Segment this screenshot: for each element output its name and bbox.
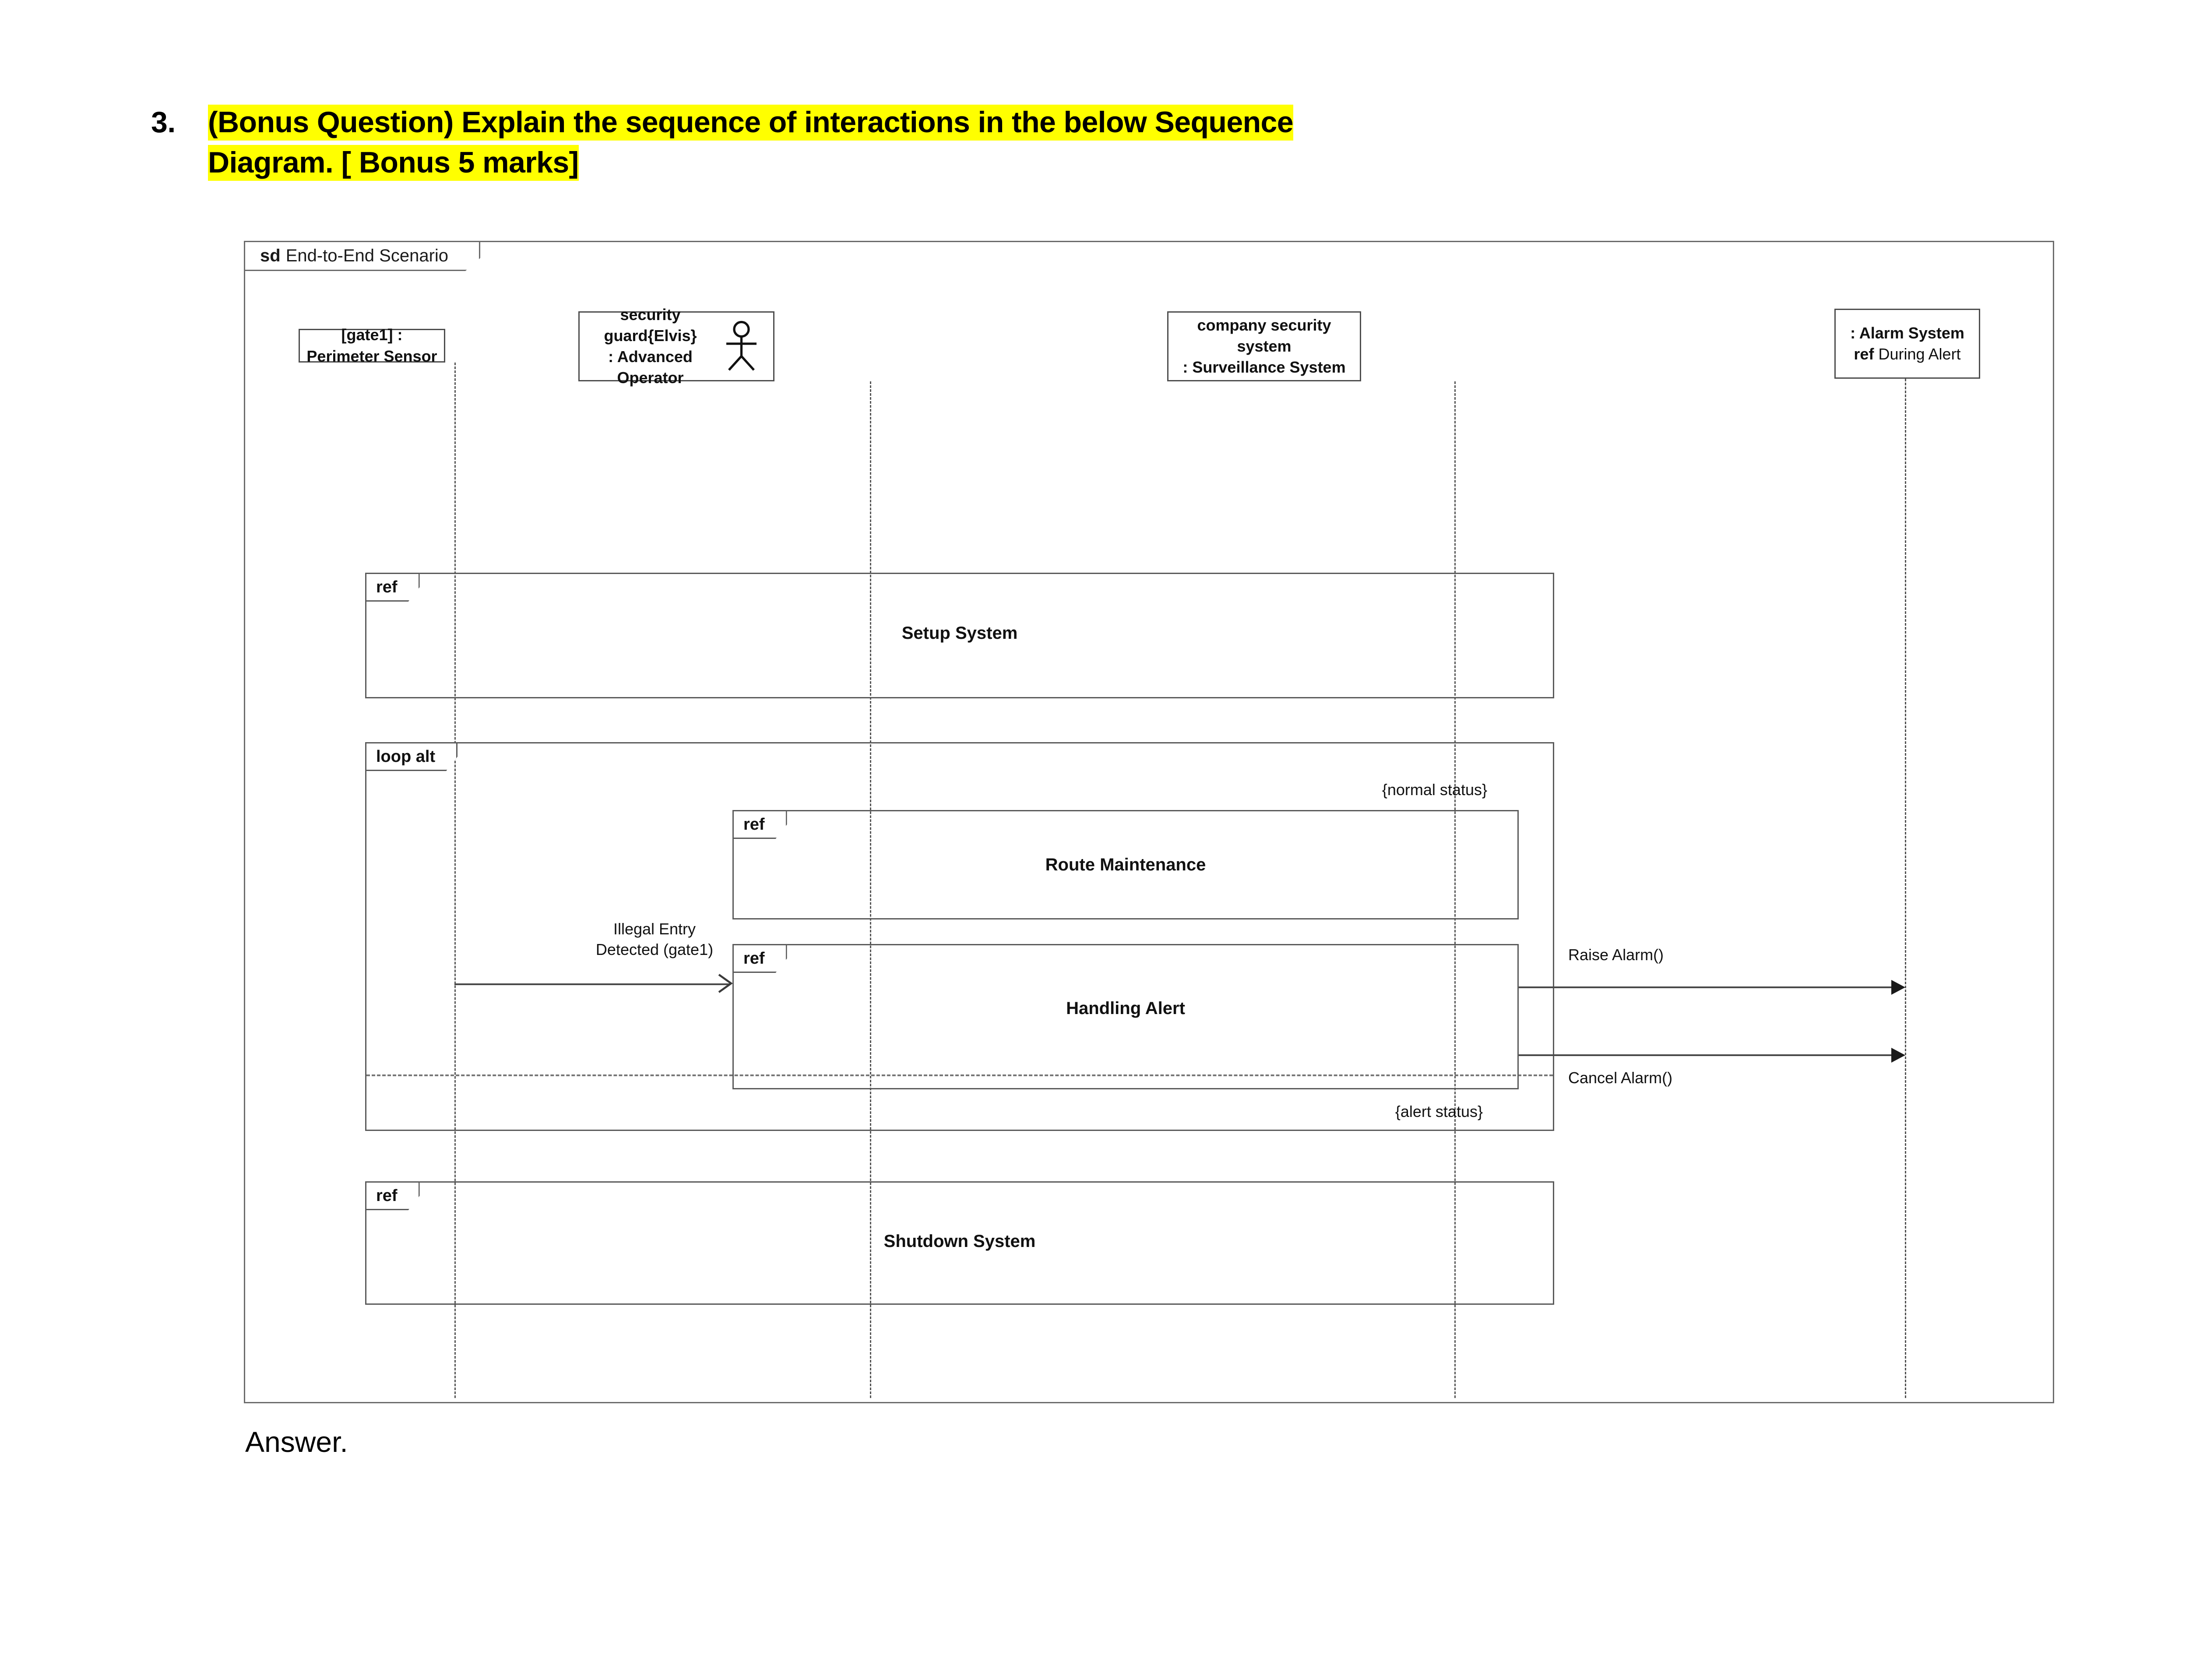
fragment-title-route-maintenance: Route Maintenance [1045, 855, 1206, 874]
answer-label: Answer. [245, 1426, 348, 1458]
fragment-handling-alert[interactable]: ref Handling Alert [732, 944, 1519, 1089]
fragment-operator-setup-system: ref [365, 573, 420, 602]
lifeline-head-surveillance-system[interactable]: company security system : Surveillance S… [1167, 311, 1361, 381]
question-block: 3. (Bonus Question) Explain the sequence… [151, 103, 2077, 182]
question-line-2-wrap: Diagram. [ Bonus 5 marks] [208, 143, 2077, 182]
message-label-illegal-entry: Illegal Entry Detected (gate1) [556, 919, 753, 960]
fragment-title-handling-alert: Handling Alert [1066, 999, 1185, 1018]
guard-normal-status: {normal status} [1382, 781, 1487, 799]
message-line-raise-alarm [1519, 986, 1893, 988]
question-number: 3. [151, 106, 176, 139]
lifeline-head-perimeter-sensor[interactable]: [gate1] : Perimeter Sensor [299, 326, 445, 365]
diagram-frame-label: sd End-to-End Scenario [245, 242, 480, 271]
fragment-operator-shutdown-system: ref [365, 1181, 420, 1210]
lifeline-label-alarm-line1: : Alarm System [1850, 324, 1964, 342]
arrowhead-open-illegal-entry [718, 974, 733, 993]
lifeline-label-surveillance-line1: company security system [1197, 316, 1331, 355]
alt-operand-divider [366, 1074, 1553, 1076]
fragment-setup-system[interactable]: ref Setup System [365, 573, 1554, 698]
lifeline-head-alarm-system[interactable]: : Alarm System ref During Alert [1834, 309, 1980, 379]
lifeline-label-security-guard-line2: : Advanced Operator [608, 348, 693, 387]
message-label-cancel-alarm: Cancel Alarm() [1568, 1069, 1673, 1087]
fragment-operator-handling-alert: ref [732, 944, 787, 973]
guard-alert-status: {alert status} [1395, 1102, 1483, 1120]
fragment-route-maintenance[interactable]: ref Route Maintenance [732, 810, 1519, 919]
message-line-cancel-alarm [1519, 1054, 1893, 1056]
lifeline-perimeter-sensor [454, 363, 456, 1398]
lifeline-label-perimeter-sensor: [gate1] : Perimeter Sensor [306, 326, 437, 365]
lifeline-label-surveillance-line2: : Surveillance System [1182, 358, 1346, 377]
sequence-diagram-frame: sd End-to-End Scenario [gate1] : Perimet… [244, 241, 2054, 1403]
lifeline-label-surveillance-system: company security system : Surveillance S… [1175, 315, 1354, 378]
alarm-ref-keyword: ref [1854, 345, 1874, 363]
fragment-operator-route-maintenance: ref [732, 810, 787, 839]
lifeline-label-alarm-line2: ref During Alert [1842, 344, 1973, 365]
lifeline-label-security-guard-line1: security guard{Elvis} [604, 305, 697, 345]
actor-icon [726, 321, 757, 371]
frame-name: End-to-End Scenario [285, 246, 449, 265]
message-label-illegal-entry-line2: Detected (gate1) [595, 940, 714, 958]
message-label-raise-alarm: Raise Alarm() [1568, 946, 1664, 964]
message-line-illegal-entry [454, 983, 730, 985]
question-row: 3. (Bonus Question) Explain the sequence… [151, 103, 2077, 182]
frame-keyword: sd [260, 246, 281, 265]
lifeline-head-security-guard[interactable]: security guard{Elvis} : Advanced Operato… [578, 306, 774, 387]
message-label-illegal-entry-line1: Illegal Entry [613, 920, 696, 938]
lifeline-alarm-system [1905, 379, 1906, 1398]
fragment-title-shutdown-system: Shutdown System [883, 1232, 1036, 1251]
lifeline-label-security-guard: security guard{Elvis} : Advanced Operato… [586, 304, 715, 389]
fragment-loop-alt[interactable]: loop alt {normal status} {alert status} [365, 742, 1554, 1131]
alarm-ref-name: During Alert [1878, 345, 1961, 363]
question-line-1: (Bonus Question) Explain the sequence of… [208, 105, 1294, 141]
fragment-shutdown-system[interactable]: ref Shutdown System [365, 1181, 1554, 1305]
arrowhead-filled-cancel-alarm [1891, 1048, 1905, 1063]
fragment-operator-loop-alt: loop alt [365, 742, 458, 771]
question-line-2: Diagram. [ Bonus 5 marks] [208, 145, 579, 181]
lifeline-surveillance-system [1454, 381, 1456, 1398]
lifeline-security-guard [870, 381, 871, 1398]
question-text: (Bonus Question) Explain the sequence of… [208, 103, 2077, 182]
fragment-title-setup-system: Setup System [901, 623, 1018, 643]
arrowhead-filled-raise-alarm [1891, 980, 1905, 995]
lifeline-label-alarm-system: : Alarm System ref During Alert [1842, 323, 1973, 365]
